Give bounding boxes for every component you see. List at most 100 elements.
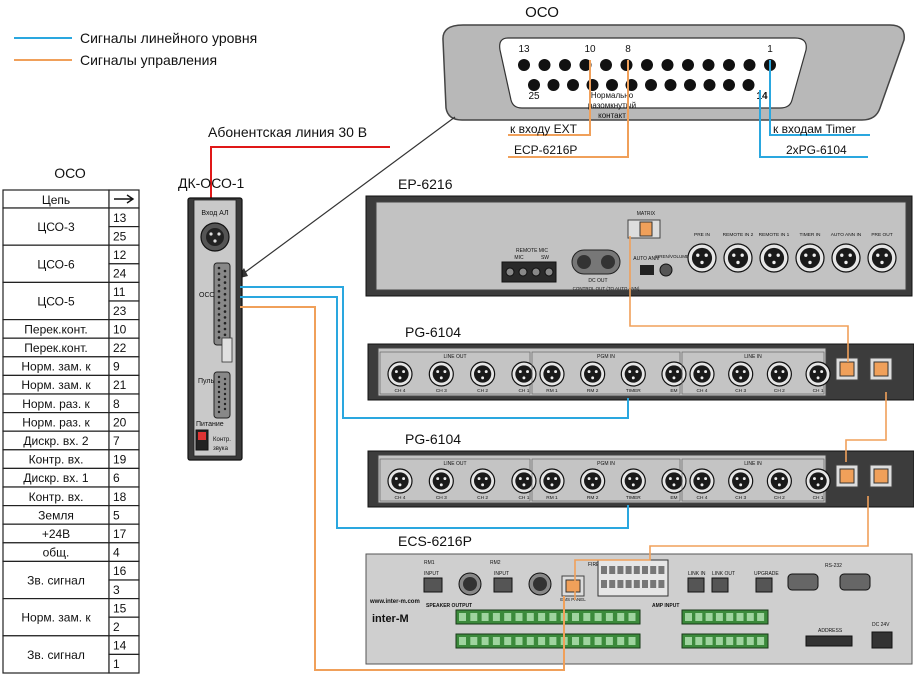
- table-name-cell: [2, 635, 110, 674]
- pg1-xlr-connector-pin: [554, 370, 558, 374]
- wire-dk-to-pg1-timer: [240, 286, 629, 419]
- pg1-xlr-connector-pin: [439, 376, 443, 380]
- dk-oco-pin: [217, 318, 221, 322]
- pg2-xlr-connector-pin: [672, 483, 676, 487]
- ecs-speaker-terminal-pin: [605, 613, 613, 621]
- wire-ecs-link-chain: [574, 496, 869, 600]
- pg2-xlr-connector-pin: [704, 477, 708, 481]
- pg2-xlr-label: CH 4: [395, 495, 406, 501]
- ecs6216p: ECS-6216P www.inter-m.com inter-M RM1 RM…: [365, 533, 913, 665]
- pg2-xlr-connector-pin: [481, 483, 485, 487]
- table-row-name: Норм. зам. к: [21, 360, 91, 374]
- ecs-fire-pin: [642, 580, 648, 588]
- oco-connector-title: ОСО: [525, 4, 559, 21]
- ecs-fire-pin: [617, 580, 624, 588]
- db25-pin: [723, 59, 735, 71]
- pg2-xlr-connector-inner: [624, 472, 642, 490]
- pg2-xlr-label: CH 1: [813, 495, 824, 501]
- ep-matrix-label: MATRIX: [637, 211, 656, 217]
- pg1-xlr-connector-pin: [522, 376, 526, 380]
- ecs-source2-dsub: [839, 573, 871, 591]
- dk-oco-pin: [223, 275, 227, 279]
- ecs-rm2-label: RM2: [490, 560, 501, 566]
- ep-control-out-label: CONTROL OUT (TO AUTO ANN): [573, 286, 640, 291]
- pg2-xlr-label: CH 1: [518, 495, 529, 501]
- ep-siren-knob: [659, 263, 673, 277]
- label-to-timer: к входам Timer: [773, 122, 856, 136]
- pg2-xlr-label: CH 3: [436, 495, 447, 501]
- ecs-rm1-xlr-inner: [463, 577, 477, 591]
- ecs-rm2-xlr-inner: [533, 577, 547, 591]
- ep-auto-ann-switch: [640, 265, 654, 275]
- dk-control-label-1: Контр.: [213, 437, 231, 443]
- pg2-xlr-label: RM 2: [587, 495, 599, 501]
- dk-panel-pin: [223, 382, 227, 386]
- ecs-amp-terminal-pin: [685, 637, 692, 645]
- ecs-speaker-terminal-pin: [572, 613, 579, 621]
- db25-pin: [579, 59, 592, 71]
- dk-panel-pin: [223, 387, 227, 391]
- ecs-speaker-terminal-pin: [481, 613, 489, 621]
- table-row-name: общ.: [43, 546, 70, 560]
- dk-panel-pin: [223, 392, 227, 396]
- pg1-xlr-connector-inner: [665, 365, 683, 383]
- pg1-xlr-connector-pin: [781, 370, 785, 374]
- ecs-web-label: www.inter-m.com: [369, 599, 420, 605]
- ecs-link-in-rj45: [687, 577, 705, 593]
- dk-panel-pin: [223, 377, 227, 381]
- pg2-xlr-label: CH 3: [735, 495, 746, 501]
- ecs-speaker-terminal-pin: [549, 613, 557, 621]
- pg2-xlr-connector-pin: [398, 483, 402, 487]
- ecs-source1-dsub: [787, 573, 819, 591]
- dk-power-switch-rocker: [198, 432, 206, 440]
- pg1-xlr-connector-pin: [739, 376, 743, 380]
- ecs-ems-pins-orange: [565, 579, 581, 593]
- ep-xlr-connector-pin: [804, 253, 808, 257]
- legend-control-label: Сигналы управления: [80, 52, 217, 68]
- table-row-pin: 14: [113, 639, 127, 653]
- ecs-amp-terminal-strip: [681, 633, 769, 649]
- table-row-pin: 4: [113, 546, 120, 560]
- pg1-section-label: LINE OUT: [443, 354, 466, 360]
- pg1-matrix-out-pins: [873, 361, 889, 377]
- oco-callout-wires: [508, 60, 870, 158]
- pg1-xlr-connector-pin: [635, 370, 639, 374]
- ecs-speaker-terminal-pin: [515, 613, 523, 621]
- ecs-fire-pin: [601, 566, 607, 574]
- ep6216: EP-6216 REMOTE MIC MIC SW DC OUT CONTROL…: [365, 176, 913, 297]
- pg2-xlr-connector-pin: [676, 477, 680, 481]
- ep-xlr-connector-pin: [732, 253, 736, 257]
- ecs-rs232-label: RS-232: [825, 563, 842, 569]
- ep-dc-out-label: DC OUT: [588, 278, 607, 284]
- pg2-xlr-connector-pin: [554, 477, 558, 481]
- pg1-xlr-label: CH 3: [436, 388, 447, 394]
- oco-note-line3: контакт: [598, 111, 626, 120]
- db25-pin: [547, 79, 560, 91]
- ecs-fire-label: FIRE: [588, 562, 600, 568]
- table-row-pin: 19: [113, 453, 127, 467]
- dk-oco-pin: [217, 301, 221, 305]
- table-name-cell: [2, 560, 110, 600]
- dk-xlr-input-inner: [206, 228, 224, 246]
- ep-xlr-label: PRE IN: [694, 232, 711, 238]
- table-row-name: Зв. сигнал: [27, 574, 85, 588]
- dk-panel-pin: [217, 410, 221, 414]
- ecs-speaker-terminal-pin: [504, 613, 512, 621]
- pg1-xlr-connector-inner: [473, 365, 492, 383]
- pg2-section-label: PGM IN: [597, 461, 615, 467]
- ecs-link-out-label: LINK OUT: [712, 571, 735, 577]
- pg1-xlr-label: CH 2: [477, 388, 488, 394]
- pg2-xlr-connector-pin: [436, 477, 440, 481]
- oco-pointer-line: [239, 116, 456, 277]
- table-row-pin: 23: [113, 304, 127, 318]
- ep-xlr-connector-pin: [808, 260, 812, 265]
- table-row-pin: 5: [113, 508, 120, 522]
- dk-xlr-pin: [209, 232, 213, 236]
- ecs-amp-terminal-pin: [736, 613, 744, 621]
- pg2-xlr-connector-inner: [732, 472, 750, 490]
- oco-note-line2: разомкнутый: [588, 101, 636, 110]
- pg2-xlr-connector-pin: [635, 477, 639, 481]
- ep-xlr-label: AUTO ANN IN: [831, 232, 862, 238]
